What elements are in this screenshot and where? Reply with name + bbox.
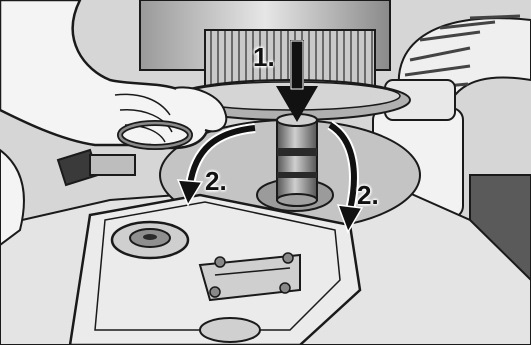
- step-label-1: 1.: [253, 44, 275, 70]
- guard-block: [70, 195, 360, 345]
- spindle-shaft: [277, 114, 317, 206]
- step-label-2-left: 2.: [205, 168, 227, 194]
- pulley-wheel: [112, 222, 188, 258]
- step-label-2-right: 2.: [357, 182, 379, 208]
